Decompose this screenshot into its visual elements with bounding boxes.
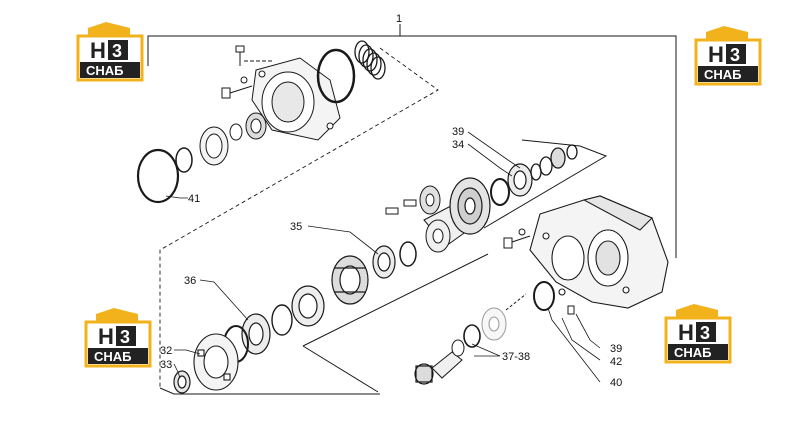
top-washer [199,126,229,166]
callout-34: 34 [452,139,464,151]
mid-ring-right [490,178,510,206]
bolt-42 [567,305,575,315]
callout-35: 35 [290,221,302,233]
top-housing [251,57,341,141]
assembly-bracket [147,24,677,258]
seal-disc [481,307,507,341]
mid-gear-small [419,185,441,215]
lower-bearing-cage [331,255,369,305]
pin-dashed [505,293,527,311]
callout-40: 40 [610,377,622,389]
top-bolt [221,76,253,99]
mid-gear-large [449,177,491,235]
callout-1: 1 [396,13,402,25]
ring-37-38 [463,324,481,348]
callout-37-38: 37-38 [502,351,530,363]
callout-32: 32 [160,345,172,357]
small-bearing-lower [414,363,434,385]
right-housing [529,195,669,309]
large-o-ring-41 [136,148,180,204]
lower-shaft-small [431,339,465,379]
dashed-frame-top [159,47,439,388]
callout-41: 41 [188,193,200,205]
leader-lines [165,131,601,383]
ring-40 [533,281,555,311]
top-seal-ring [316,48,356,104]
right-bolt [503,228,531,249]
callout-42: 42 [610,356,622,368]
plate-outline [159,139,608,395]
logo-top-left [76,20,144,82]
bearing-34 [507,163,533,197]
lower-race [291,285,325,327]
callout-39-bottom: 39 [610,343,622,355]
callout-39-top: 39 [452,126,464,138]
top-bearing [229,112,267,141]
lower-ring-a [399,241,417,267]
logo-bottom-left [84,306,152,368]
lower-snap-ring [271,304,293,336]
top-snap-ring [175,147,193,173]
lower-cover [193,333,239,391]
seal-33 [173,370,191,394]
logo-top-right [694,24,762,86]
top-screw [235,45,272,66]
logo-bottom-right [664,302,732,364]
bearing-35 [372,245,396,279]
mid-pins [385,199,417,215]
top-spring [354,40,386,80]
callout-33: 33 [160,359,172,371]
callout-36: 36 [184,275,196,287]
small-rings-39 [530,144,578,181]
